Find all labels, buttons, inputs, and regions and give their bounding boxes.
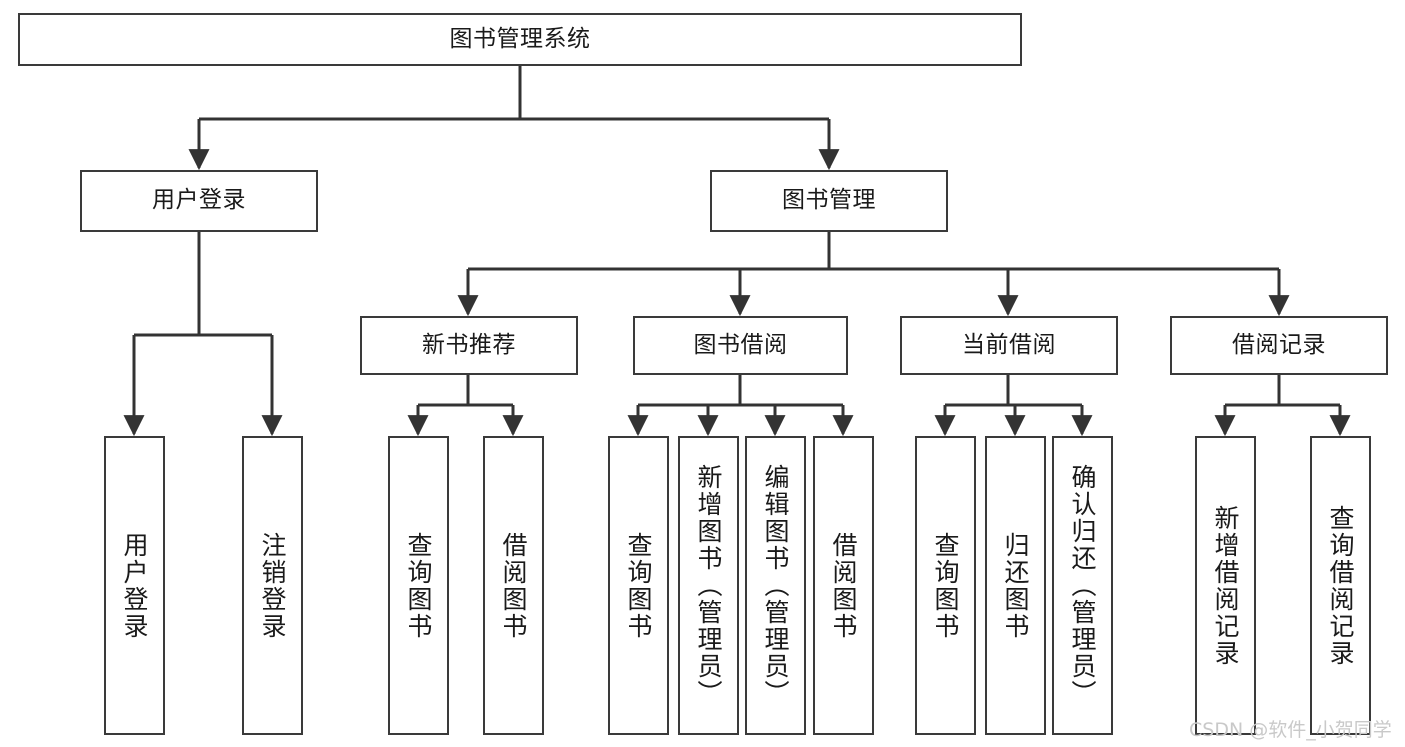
node-book-borrow[interactable]: 图书借阅	[633, 316, 848, 375]
node-new-book-recommend[interactable]: 新书推荐	[360, 316, 578, 375]
node-leaf-add-book[interactable]: 新增图书（管理员）	[678, 436, 739, 735]
node-root[interactable]: 图书管理系统	[18, 13, 1022, 66]
node-leaf-query-book-3-label: 查询图书	[931, 531, 960, 640]
node-leaf-user-logout[interactable]: 注销登录	[242, 436, 303, 735]
node-leaf-user-login-label: 用户登录	[120, 531, 149, 640]
node-leaf-confirm-return-label: 确认归还（管理员）	[1068, 464, 1097, 707]
node-root-label: 图书管理系统	[449, 25, 591, 52]
node-leaf-add-record-label: 新增借阅记录	[1211, 504, 1240, 667]
node-leaf-borrow-book-1[interactable]: 借阅图书	[483, 436, 544, 735]
node-leaf-return-book[interactable]: 归还图书	[985, 436, 1046, 735]
node-leaf-query-book-3[interactable]: 查询图书	[915, 436, 976, 735]
node-leaf-query-book-2-label: 查询图书	[624, 531, 653, 640]
node-book-manage-label: 图书管理	[782, 187, 876, 214]
csdn-watermark: CSDN @软件_小贺同学	[1189, 719, 1392, 741]
node-borrow-record-label: 借阅记录	[1232, 331, 1326, 358]
node-leaf-confirm-return[interactable]: 确认归还（管理员）	[1052, 436, 1113, 735]
node-leaf-borrow-book-1-label: 借阅图书	[499, 531, 528, 640]
node-leaf-add-record[interactable]: 新增借阅记录	[1195, 436, 1256, 735]
node-user-login[interactable]: 用户登录	[80, 170, 318, 232]
node-borrow-record[interactable]: 借阅记录	[1170, 316, 1388, 375]
node-leaf-return-book-label: 归还图书	[1001, 531, 1030, 640]
node-leaf-user-logout-label: 注销登录	[258, 531, 287, 640]
node-leaf-edit-book-label: 编辑图书（管理员）	[761, 464, 790, 707]
node-leaf-add-book-label: 新增图书（管理员）	[694, 464, 723, 707]
node-leaf-edit-book[interactable]: 编辑图书（管理员）	[745, 436, 806, 735]
node-leaf-borrow-book-2[interactable]: 借阅图书	[813, 436, 874, 735]
node-current-borrow[interactable]: 当前借阅	[900, 316, 1118, 375]
node-leaf-user-login[interactable]: 用户登录	[104, 436, 165, 735]
node-user-login-label: 用户登录	[152, 187, 246, 214]
node-leaf-query-book-1-label: 查询图书	[404, 531, 433, 640]
node-current-borrow-label: 当前借阅	[962, 331, 1056, 358]
node-new-book-recommend-label: 新书推荐	[422, 331, 516, 358]
node-leaf-query-book-2[interactable]: 查询图书	[608, 436, 669, 735]
node-leaf-borrow-book-2-label: 借阅图书	[829, 531, 858, 640]
node-book-borrow-label: 图书借阅	[693, 331, 788, 358]
node-leaf-query-record[interactable]: 查询借阅记录	[1310, 436, 1371, 735]
node-book-manage[interactable]: 图书管理	[710, 170, 948, 232]
node-leaf-query-book-1[interactable]: 查询图书	[388, 436, 449, 735]
node-leaf-query-record-label: 查询借阅记录	[1326, 504, 1355, 667]
